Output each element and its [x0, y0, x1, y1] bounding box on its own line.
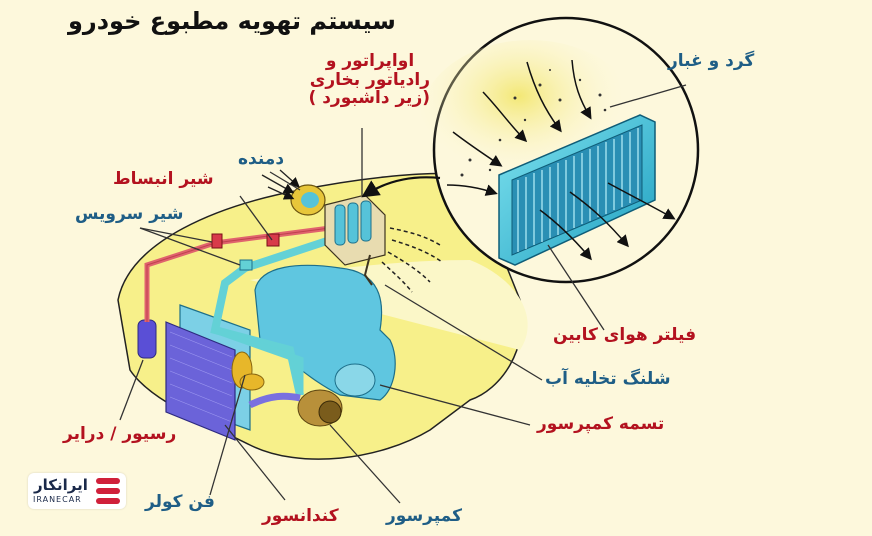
- label-compressor: کمپرسور: [386, 506, 462, 526]
- receiver-dryer-shape: [137, 319, 157, 359]
- cooler-fan-shape: [231, 351, 265, 391]
- logo-english-text: IRANECAR: [33, 495, 82, 504]
- label-compressor-belt: تسمه کمپرسور: [537, 414, 665, 434]
- label-service-valve: شیر سرویس: [75, 204, 184, 224]
- label-evaporator: اواپراتور و رادیاتور بخاری (زیر داشبورد …: [308, 51, 431, 109]
- label-cabin-filter: فیلتر هوای کابین: [553, 325, 697, 345]
- label-dust: گرد و غبار: [668, 51, 755, 71]
- compressor-shape: [297, 389, 343, 427]
- logo-persian-text: ایرانکار: [34, 476, 88, 494]
- logo-e-mark-icon: [96, 478, 120, 504]
- cabin-filter-magnifier: [420, 16, 700, 284]
- label-receiver-dryer: رسیور / درایر: [63, 424, 177, 444]
- service-valve-shape: [211, 233, 223, 249]
- label-condenser: کندانسور: [262, 506, 339, 526]
- label-drain-hose: شلنگ تخلیه آب: [545, 369, 671, 389]
- label-expansion-valve: شیر انبساط: [113, 169, 214, 189]
- label-evaporator-line2: رادیاتور بخاری: [309, 69, 430, 90]
- blower-shape: [290, 184, 326, 216]
- iranecar-logo: ایرانکار IRANECAR: [28, 473, 126, 509]
- label-evaporator-line1: اواپراتور و: [325, 51, 415, 71]
- cabin-filter-shape: [498, 114, 656, 266]
- diagram-title: سیستم تهویه مطبوع خودرو: [68, 7, 396, 35]
- evaporator-box: [324, 194, 386, 286]
- label-cooler-fan: فن کولر: [145, 492, 215, 512]
- label-evaporator-line3: (زیر داشبورد ): [308, 88, 431, 109]
- label-blower: دمنده: [238, 149, 285, 169]
